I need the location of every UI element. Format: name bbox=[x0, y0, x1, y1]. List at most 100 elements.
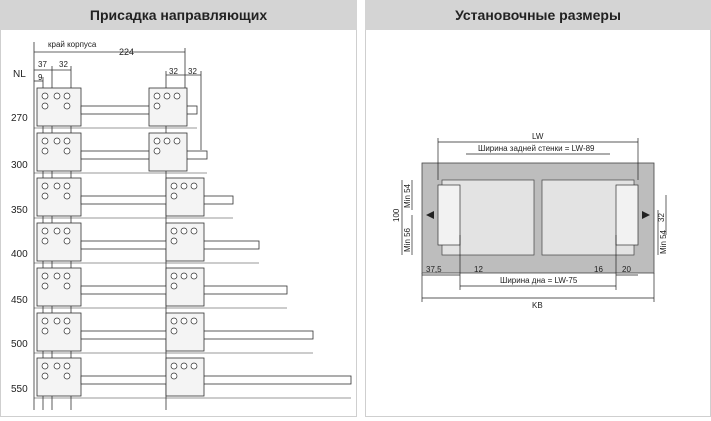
mount-hole bbox=[63, 137, 71, 145]
mount-hole bbox=[63, 192, 71, 200]
dim-32-label: 32 bbox=[657, 213, 666, 222]
runner-row bbox=[34, 357, 352, 399]
mount-hole bbox=[63, 272, 71, 280]
mount-hole bbox=[63, 182, 71, 190]
mount-hole bbox=[163, 137, 171, 145]
dim-224-label: 224 bbox=[119, 47, 134, 57]
mount-hole bbox=[153, 147, 161, 155]
length-label-270: 270 bbox=[11, 113, 28, 124]
mount-hole bbox=[41, 327, 49, 335]
mount-hole bbox=[41, 372, 49, 380]
mount-hole bbox=[190, 227, 198, 235]
runner-left bbox=[437, 184, 461, 246]
mount-hole bbox=[190, 182, 198, 190]
length-label-300: 300 bbox=[11, 160, 28, 171]
mount-hole bbox=[41, 92, 49, 100]
mount-hole bbox=[180, 182, 188, 190]
mount-hole bbox=[170, 372, 178, 380]
mount-hole bbox=[63, 282, 71, 290]
min56-label: Min 56 bbox=[403, 227, 412, 252]
length-label-350: 350 bbox=[11, 205, 28, 216]
runner-rail bbox=[80, 105, 198, 115]
mount-hole bbox=[180, 317, 188, 325]
mount-hole bbox=[180, 272, 188, 280]
mount-hole bbox=[170, 182, 178, 190]
nl-label: NL bbox=[13, 69, 26, 80]
mount-hole bbox=[53, 92, 61, 100]
right-panel-box: LW Ширина задней стенки = LW-89 Ширина д… bbox=[365, 30, 711, 417]
length-label-500: 500 bbox=[11, 339, 28, 350]
mount-hole bbox=[153, 92, 161, 100]
mount-hole bbox=[53, 362, 61, 370]
mount-hole bbox=[153, 102, 161, 110]
mount-hole bbox=[170, 272, 178, 280]
mount-hole bbox=[41, 137, 49, 145]
mount-hole bbox=[53, 227, 61, 235]
length-label-550: 550 bbox=[11, 384, 28, 395]
right-panel: Установочные размеры bbox=[365, 0, 711, 417]
mount-hole bbox=[63, 147, 71, 155]
mount-hole bbox=[170, 282, 178, 290]
mount-hole bbox=[41, 237, 49, 245]
mount-hole bbox=[63, 92, 71, 100]
mount-hole bbox=[63, 227, 71, 235]
mount-hole bbox=[53, 137, 61, 145]
backwall-label: Ширина задней стенки = LW-89 bbox=[478, 144, 595, 153]
body-edge-label: край корпуса bbox=[48, 40, 97, 49]
mount-hole bbox=[53, 317, 61, 325]
mount-hole bbox=[170, 192, 178, 200]
runner-drilling-diagram: край корпуса 224 37 32 9 32 32 NL 270 30… bbox=[11, 40, 352, 410]
dim-20-label: 20 bbox=[622, 265, 631, 274]
mount-hole bbox=[173, 137, 181, 145]
dim-37-5-label: 37,5 bbox=[426, 265, 442, 274]
min54-right-label: Min 54 bbox=[659, 229, 668, 254]
mount-hole bbox=[170, 237, 178, 245]
runner-rail bbox=[80, 150, 208, 160]
dim-32b-label: 32 bbox=[169, 67, 178, 76]
mount-hole bbox=[170, 362, 178, 370]
arrow-left bbox=[426, 211, 434, 219]
runner-row bbox=[34, 222, 260, 264]
mount-hole bbox=[153, 137, 161, 145]
mount-hole bbox=[63, 372, 71, 380]
length-label-450: 450 bbox=[11, 295, 28, 306]
mount-hole bbox=[63, 102, 71, 110]
min54-label: Min 54 bbox=[403, 183, 412, 208]
mount-hole bbox=[63, 317, 71, 325]
runner-rows bbox=[34, 87, 352, 399]
length-label-400: 400 bbox=[11, 249, 28, 260]
dim-32c-label: 32 bbox=[188, 67, 197, 76]
runner-row bbox=[34, 177, 234, 219]
right-panel-title: Установочные размеры bbox=[365, 0, 711, 30]
runner-rail bbox=[80, 375, 352, 385]
runner-row bbox=[34, 132, 208, 174]
dim-32a-label: 32 bbox=[59, 60, 68, 69]
mount-hole bbox=[180, 362, 188, 370]
mount-hole bbox=[63, 237, 71, 245]
mount-hole bbox=[41, 102, 49, 110]
mount-hole bbox=[170, 327, 178, 335]
mount-hole bbox=[63, 362, 71, 370]
runner-right bbox=[615, 184, 639, 246]
dim-12-label: 12 bbox=[474, 265, 483, 274]
mount-hole bbox=[180, 227, 188, 235]
left-panel-title: Присадка направляющих bbox=[0, 0, 357, 30]
runner-rail bbox=[80, 195, 234, 205]
kb-label: KB bbox=[532, 301, 543, 310]
left-panel: Присадка направляющих bbox=[0, 0, 357, 417]
installation-dimensions-diagram: LW Ширина задней стенки = LW-89 Ширина д… bbox=[392, 132, 668, 310]
mount-hole bbox=[170, 227, 178, 235]
runner-row bbox=[34, 267, 288, 309]
mount-hole bbox=[41, 147, 49, 155]
dim-16-label: 16 bbox=[594, 265, 603, 274]
mount-hole bbox=[190, 272, 198, 280]
mount-hole bbox=[41, 272, 49, 280]
mount-hole bbox=[41, 227, 49, 235]
mount-hole bbox=[53, 182, 61, 190]
left-panel-box: край корпуса 224 37 32 9 32 32 NL 270 30… bbox=[0, 30, 357, 417]
mount-hole bbox=[173, 92, 181, 100]
dim-9-label: 9 bbox=[38, 73, 43, 82]
mount-hole bbox=[190, 317, 198, 325]
mount-hole bbox=[41, 282, 49, 290]
mount-hole bbox=[190, 362, 198, 370]
